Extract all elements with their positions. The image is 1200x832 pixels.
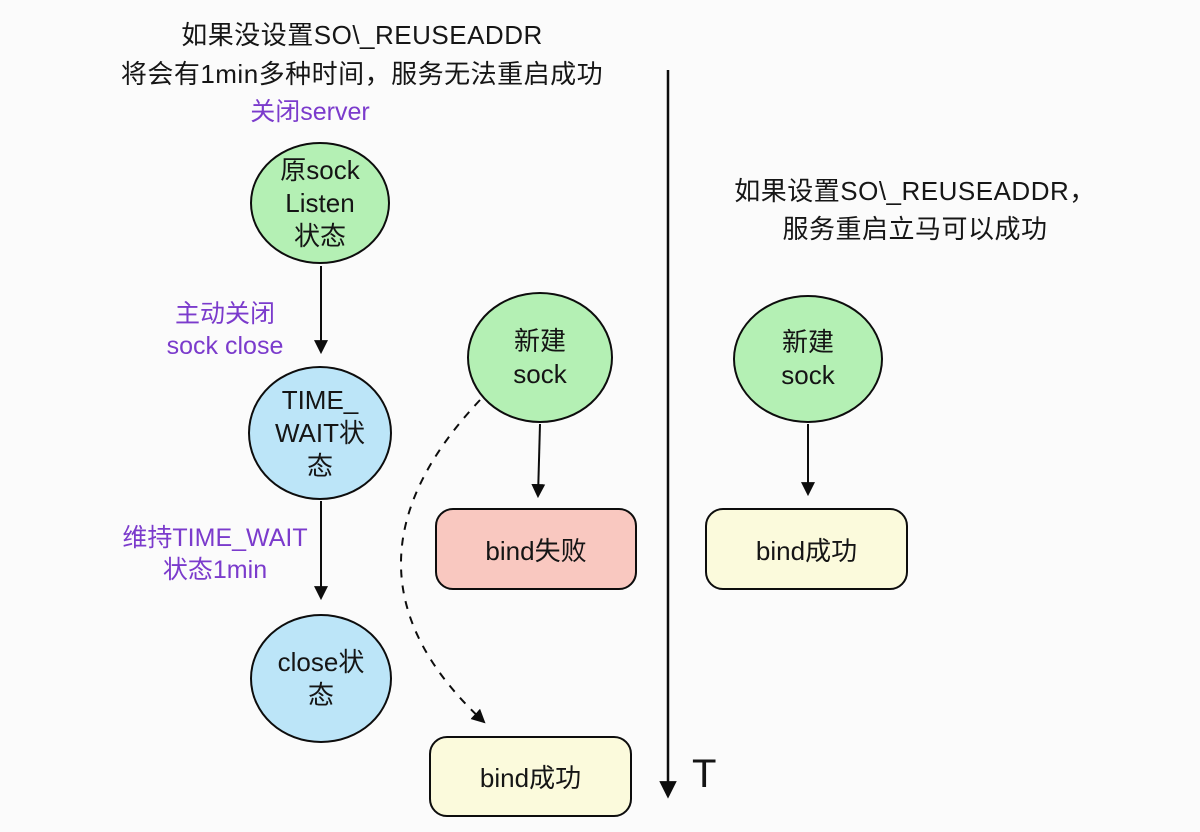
box-bind-success-right: bind成功 — [705, 508, 908, 590]
box-bind-fail: bind失败 — [435, 508, 637, 590]
timeline-label: T — [692, 752, 717, 796]
node-close-state: close状 态 — [250, 614, 392, 743]
left-scenario-heading: 如果没设置SO\_REUSEADDR 将会有1min多种时间，服务无法重启成功 — [120, 20, 604, 89]
node-time-wait-state: TIME_ WAIT状 态 — [248, 366, 392, 500]
node-new-sock-middle: 新建 sock — [467, 292, 613, 423]
box-bind-success-after-wait: bind成功 — [429, 736, 632, 817]
node-new-sock-right: 新建 sock — [733, 295, 883, 423]
node-orig-sock-listen: 原sock Listen 状态 — [250, 142, 390, 264]
label-active-close: 主动关闭 sock close — [166, 300, 284, 360]
arrow-newsock-to-bindfail — [531, 423, 546, 499]
right-scenario-heading: 如果设置SO\_REUSEADDR， 服务重启立马可以成功 — [734, 176, 1096, 244]
label-keep-timewait: 维持TIME_WAIT 状态1min — [122, 524, 308, 584]
label-close-server: 关闭server — [250, 98, 370, 126]
